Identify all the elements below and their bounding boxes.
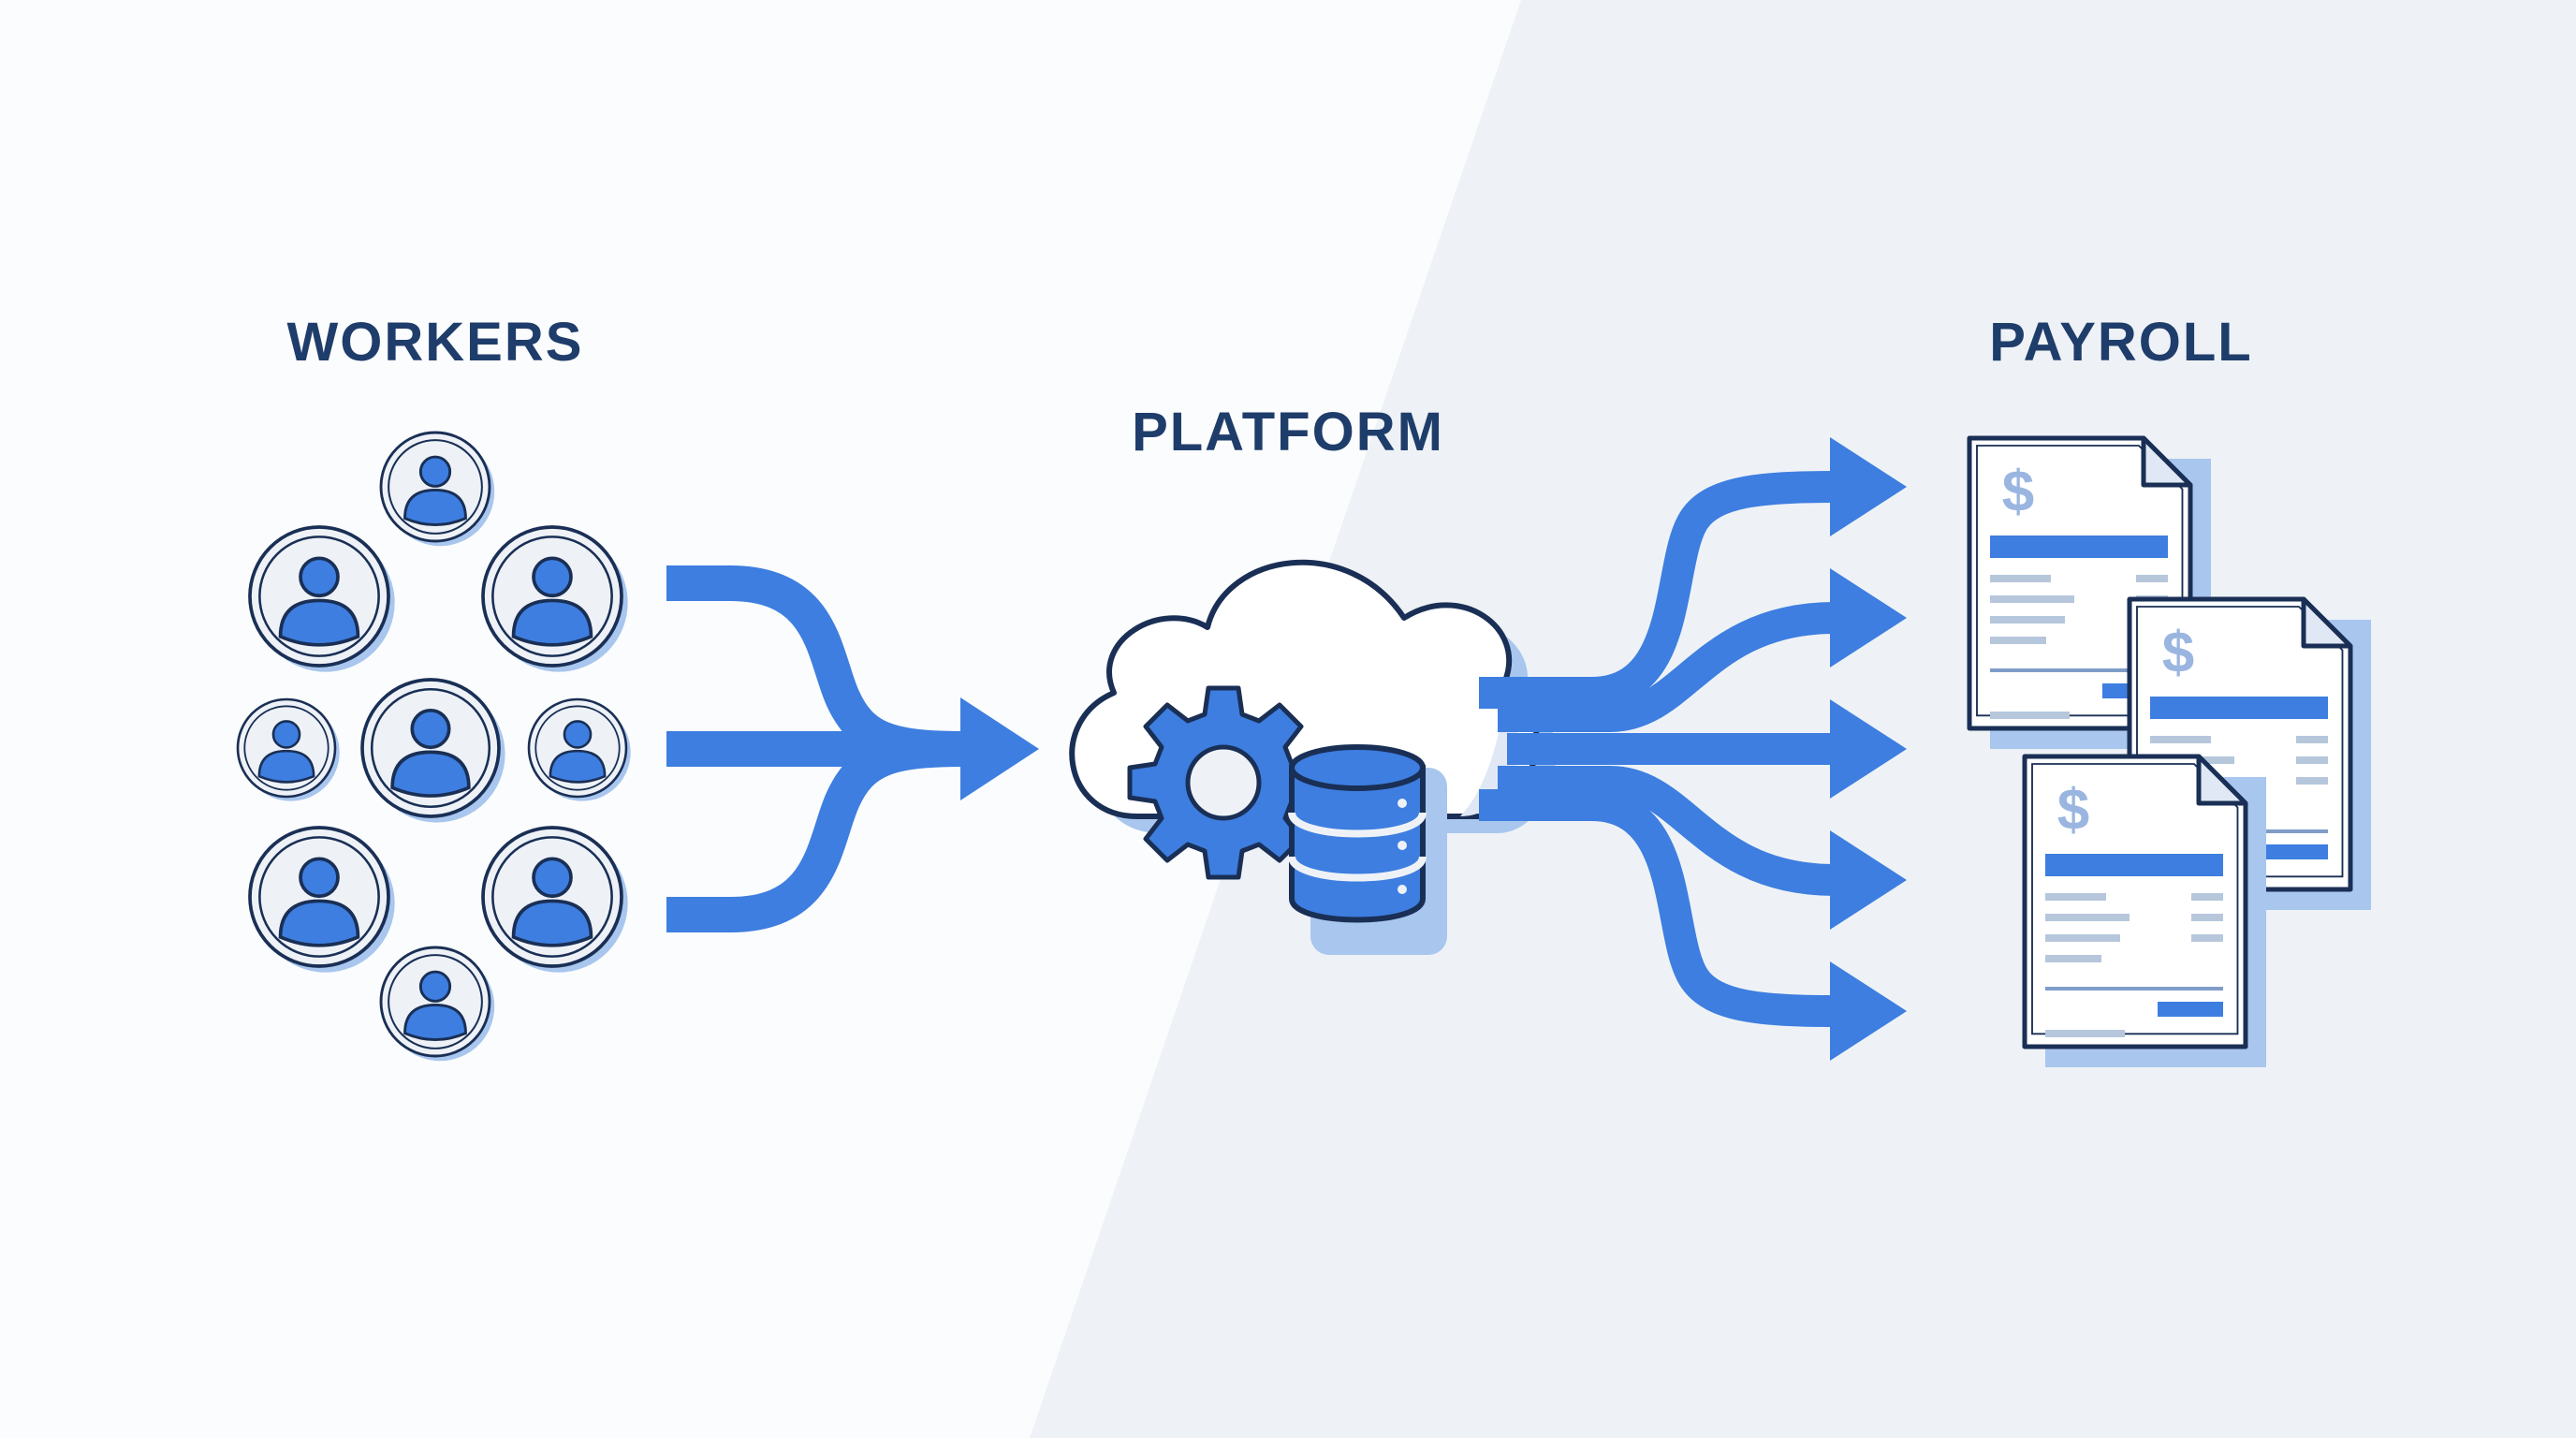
platform-label: PLATFORM xyxy=(1132,402,1444,462)
workers-cluster xyxy=(236,431,632,1063)
gear-icon xyxy=(1127,685,1320,880)
person-circle-icon xyxy=(248,826,397,975)
payslip-document-icon xyxy=(2025,756,2266,1067)
person-circle-icon xyxy=(379,431,496,548)
workers-label: WORKERS xyxy=(286,312,584,373)
merge-arrowhead xyxy=(960,697,1039,800)
person-circle-icon xyxy=(379,946,496,1063)
arrowhead xyxy=(1830,830,1907,930)
merge-arrow xyxy=(666,565,965,932)
person-circle-icon xyxy=(481,525,630,674)
person-circle-icon xyxy=(527,697,632,802)
fan-out-arrows xyxy=(1479,471,1836,1027)
arrowhead xyxy=(1830,568,1907,668)
arrowhead xyxy=(1830,699,1907,799)
person-circle-icon xyxy=(236,697,341,802)
person-circle-icon xyxy=(248,525,397,674)
fan-out-arrowheads xyxy=(1830,437,1907,1061)
payroll-label: PAYROLL xyxy=(1989,312,2253,373)
background-right-panel xyxy=(1030,0,2576,1438)
person-circle-icon xyxy=(481,826,630,975)
person-circle-icon xyxy=(360,678,507,825)
arrowhead xyxy=(1830,437,1907,536)
database-icon xyxy=(1288,744,1447,955)
arrowhead xyxy=(1830,961,1907,1061)
